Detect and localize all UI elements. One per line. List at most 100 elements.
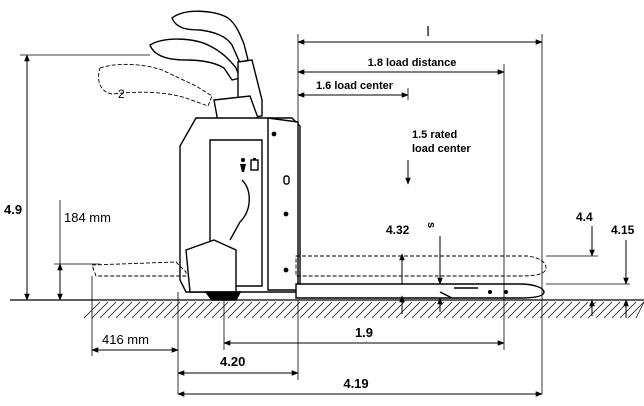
hatch-line xyxy=(419,301,437,319)
person-icon xyxy=(240,158,246,172)
dim-label-4-15: 4.15 xyxy=(611,223,635,237)
dimension-4-9: 4.9 xyxy=(4,54,150,301)
hatch-line xyxy=(579,301,597,319)
hatch-line xyxy=(467,301,485,319)
hatch-line xyxy=(371,301,389,319)
dim-label-1-9: 1.9 xyxy=(355,325,373,340)
hatch-line xyxy=(595,301,613,319)
hatch-line xyxy=(403,301,421,319)
hatch-line xyxy=(107,301,125,319)
hatch-line xyxy=(555,301,573,319)
hatch-line xyxy=(395,301,413,319)
fork-tip-detail xyxy=(439,291,453,299)
hatch-line xyxy=(179,301,197,319)
dimension-load-distance: 1.8 load distance xyxy=(297,57,505,350)
hatch-line xyxy=(483,301,501,319)
hatch-line xyxy=(115,301,133,319)
chassis-inner-curve xyxy=(229,179,250,241)
fork-lowered xyxy=(295,283,545,299)
fork-wheel-mark xyxy=(504,290,508,294)
hatch-line xyxy=(587,301,605,319)
tiller-handle-low xyxy=(98,63,213,107)
hatch-line xyxy=(155,301,173,319)
fork-wheel-mark xyxy=(488,290,492,294)
hatch-line xyxy=(507,301,525,319)
hatch-line xyxy=(187,301,205,319)
dim-label-load-distance: 1.8 load distance xyxy=(368,57,457,69)
hatch-line xyxy=(307,301,325,319)
hatch-line xyxy=(123,301,141,319)
dim-label-s: s xyxy=(425,222,437,228)
dimension-load-center: 1.6 load center xyxy=(297,80,409,100)
hatch-line xyxy=(435,301,453,319)
hatch-line xyxy=(347,301,365,319)
hatch-line xyxy=(315,301,333,319)
rated-load-center-line2: load center xyxy=(412,143,471,155)
hatch-line xyxy=(411,301,429,319)
ground-hatching xyxy=(83,301,644,319)
hatch-line xyxy=(635,301,644,319)
dim-label-4-19: 4.19 xyxy=(343,376,368,391)
drive-wheel xyxy=(204,291,242,301)
dimension-l: l xyxy=(297,23,543,394)
hatch-line xyxy=(443,301,461,319)
fork-raised xyxy=(295,255,547,277)
hatch-line xyxy=(459,301,477,319)
dim-label-184mm: 184 mm xyxy=(64,210,111,225)
hatch-line xyxy=(131,301,149,319)
hatch-line xyxy=(531,301,549,319)
hatch-line xyxy=(379,301,397,319)
hatch-line xyxy=(227,301,245,319)
hatch-line xyxy=(547,301,565,319)
hatch-line xyxy=(499,301,517,319)
dim-label-4-32: 4.32 xyxy=(386,223,410,237)
fastener xyxy=(283,211,289,217)
hatch-line xyxy=(515,301,533,319)
dimension-4-15: 4.15 xyxy=(546,223,635,318)
hatch-line xyxy=(387,301,405,319)
tiller-handle-mid xyxy=(149,38,241,81)
hatch-line xyxy=(427,301,445,319)
rated-load-center-line1: 1.5 rated xyxy=(412,129,457,141)
fastener xyxy=(283,267,289,273)
hatch-line xyxy=(363,301,381,319)
hatch-line xyxy=(451,301,469,319)
hatch-line xyxy=(99,301,117,319)
hatch-line xyxy=(171,301,189,319)
hatch-line xyxy=(523,301,541,319)
hatch-line xyxy=(203,301,221,319)
pallet-truck: 2 xyxy=(91,10,547,301)
dimension-184mm: 184 mm xyxy=(54,200,111,301)
hatch-line xyxy=(627,301,644,319)
hatch-line xyxy=(275,301,293,319)
hatch-line xyxy=(291,301,309,319)
dimension-1-9: 1.9 xyxy=(223,300,505,350)
hatch-line xyxy=(235,301,253,319)
hatch-line xyxy=(195,301,213,319)
hatch-line xyxy=(475,301,493,319)
hatch-line xyxy=(147,301,165,319)
hatch-line xyxy=(355,301,373,319)
hatch-line xyxy=(539,301,557,319)
hatch-line xyxy=(619,301,637,319)
hatch-line xyxy=(299,301,317,319)
rated-load-center: 1.5 rated load center xyxy=(405,129,471,185)
dimension-s: s xyxy=(425,222,443,312)
rear-platform-lowered xyxy=(91,261,187,277)
fastener xyxy=(271,131,277,137)
handle-position-label: 2 xyxy=(118,87,125,101)
hatch-line xyxy=(283,301,301,319)
dim-label-416mm: 416 mm xyxy=(102,332,149,347)
dimension-4-20: 4.20 xyxy=(177,300,299,380)
hatch-line xyxy=(339,301,357,319)
hatch-line xyxy=(331,301,349,319)
hatch-line xyxy=(163,301,181,319)
dim-label-load-center: 1.6 load center xyxy=(316,80,394,92)
dim-label-4-4: 4.4 xyxy=(576,210,593,224)
indicator xyxy=(283,175,290,185)
hatch-line xyxy=(219,301,237,319)
rear-housing xyxy=(185,239,237,293)
hatch-line xyxy=(571,301,589,319)
dim-label-4-9: 4.9 xyxy=(4,202,22,217)
